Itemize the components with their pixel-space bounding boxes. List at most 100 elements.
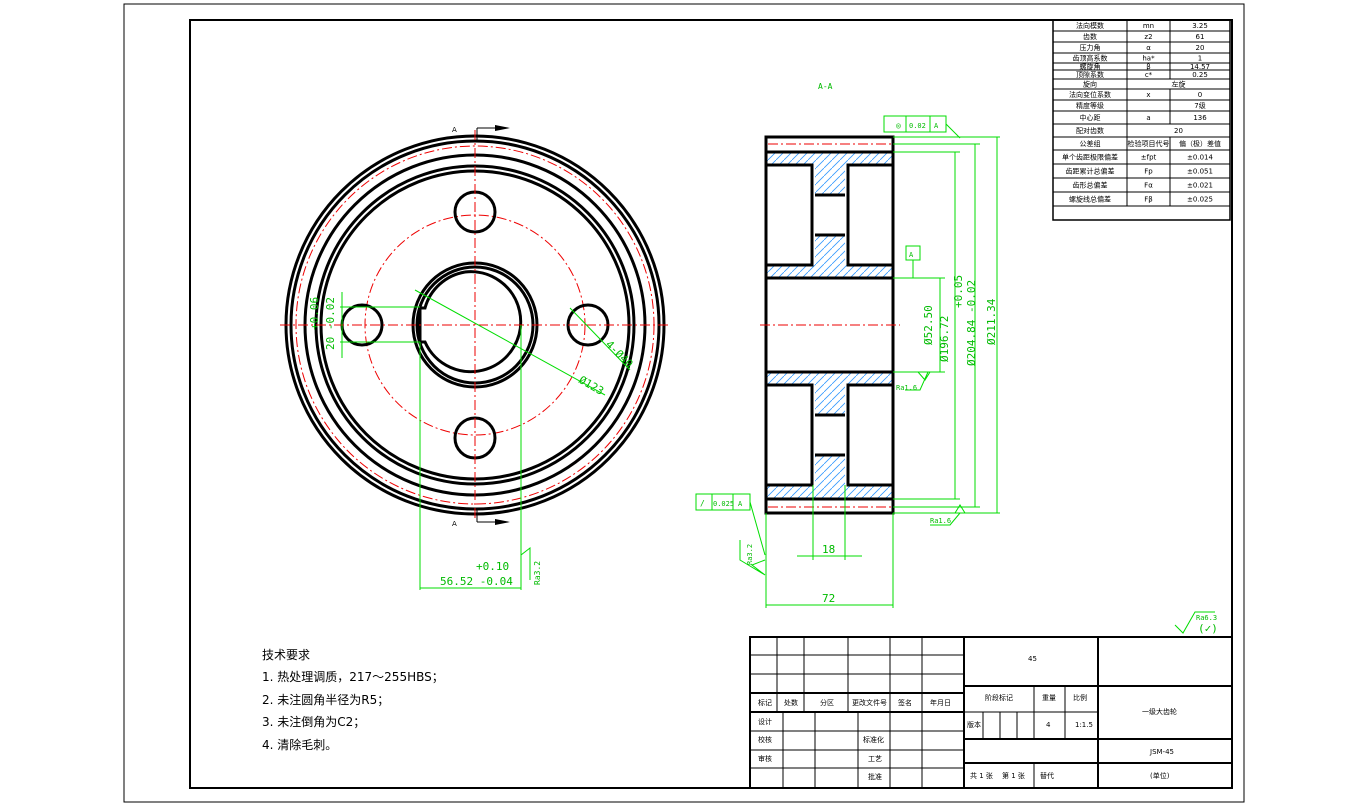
roughness-tip: Ra1.6 [930, 517, 951, 525]
param-cell: ±0.021 [1187, 182, 1213, 190]
note-item: 2. 未注圆角半径为R5； [262, 692, 389, 707]
bore-dia-dim: Ø52.50 [922, 305, 935, 345]
param-cell: 14.57 [1190, 63, 1210, 71]
runout-symbol: ◎ [896, 121, 901, 130]
front-dimensions [340, 289, 631, 590]
param-cell: 中心距 [1080, 113, 1101, 122]
param-cell: 齿距累计总偏差 [1066, 167, 1115, 176]
tb-header: 处数 [784, 698, 798, 707]
param-cell: 7级 [1194, 101, 1205, 110]
notes-title: 技术要求 [262, 648, 310, 662]
param-cell: ha* [1142, 55, 1155, 63]
roughness-bore: Ra1.6 [896, 384, 917, 392]
keyway-depth-upper: +0.10 [476, 560, 509, 573]
param-cell: 齿顶高系数 [1073, 54, 1108, 63]
param-cell: 螺旋角 [1080, 62, 1101, 71]
param-cell: α [1146, 44, 1151, 52]
tb-row-label: 审核 [758, 754, 772, 763]
tb-header: 年月日 [930, 698, 951, 707]
weight-value: 4 [1046, 721, 1051, 729]
tb-header: 签名 [898, 698, 912, 707]
param-cell: c* [1145, 71, 1153, 79]
param-cell: 旋向 [1083, 80, 1097, 89]
param-cell: z2 [1144, 33, 1152, 41]
section-mark-bottom: A [452, 520, 457, 528]
tb-row-label: 标准化 [863, 735, 884, 744]
section-label: A-A [818, 82, 833, 91]
param-cell: 20 [1196, 44, 1205, 52]
part-name: 一级大齿轮 [1142, 707, 1177, 716]
param-cell: 压力角 [1080, 43, 1101, 52]
keyway-depth-dim: 56.52 -0.04 [440, 575, 513, 588]
param-cell: 检验项目代号 [1128, 139, 1170, 148]
param-cell: 61 [1196, 33, 1205, 41]
tip-dia-upper: +0.05 [952, 275, 965, 308]
roughness-general: Ra6.3 [1196, 614, 1217, 622]
tb-header: 标记 [758, 698, 772, 707]
gear-section-view [760, 135, 900, 515]
param-cell: 精度等级 [1076, 101, 1104, 110]
tb-row-label: 设计 [758, 717, 772, 726]
keyway-width-dim: 20 -0.02 [324, 297, 337, 350]
scale-value: 1:1.5 [1075, 721, 1093, 729]
param-cell: 配对齿数 [1076, 126, 1104, 135]
param-cell: 法向变位系数 [1069, 90, 1111, 99]
inner-border [189, 19, 1233, 789]
tb-row-label: 校核 [758, 735, 772, 744]
param-cell: Fp [1144, 168, 1153, 176]
param-cell: 左旋 [1172, 80, 1186, 89]
sheet-number: 第 1 张 [1002, 771, 1025, 780]
axial-runout-symbol: / [700, 499, 705, 508]
material: 45 [1028, 655, 1037, 663]
outer-border [123, 3, 1245, 803]
param-cell: ±fpt [1141, 154, 1157, 162]
face-width-dim: 72 [822, 592, 835, 605]
param-cell: 法向模数 [1076, 21, 1104, 30]
param-cell: 20 [1174, 127, 1183, 135]
param-cell: ±0.014 [1187, 154, 1213, 162]
note-item: 1. 热处理调质，217～255HBS； [262, 670, 444, 684]
gear-front-view [280, 125, 670, 525]
param-cell: x [1146, 91, 1150, 99]
root-dia-dim: Ø196.72 [938, 316, 951, 362]
param-cell: ±0.025 [1187, 196, 1213, 204]
keyway-width-upper: +0.06 [308, 297, 321, 330]
roughness-general-rest: (✓) [1198, 622, 1218, 635]
roughness-general-symbol [1174, 611, 1215, 634]
drawing-number: JSM-45 [1149, 748, 1174, 756]
title-block [749, 636, 1233, 789]
param-cell: 齿数 [1083, 32, 1097, 41]
tip-dia-dim: Ø204.84 -0.02 [965, 280, 978, 366]
param-cell: 0.25 [1192, 71, 1208, 79]
axial-runout-datum: A [738, 500, 743, 508]
param-cell: 单个齿距极限偏差 [1062, 153, 1118, 162]
param-cell: Fα [1144, 182, 1153, 190]
note-item: 3. 未注倒角为C2； [262, 714, 365, 729]
param-cell: 公差组 [1080, 139, 1101, 148]
tb-header: 分区 [820, 698, 834, 707]
section-dimensions [695, 115, 1000, 608]
param-cell: Fβ [1144, 196, 1153, 204]
tb-header: 更改文件号 [852, 698, 887, 707]
runout-value: 0.02 [909, 122, 926, 130]
param-cell: 螺旋线总偏差 [1069, 195, 1111, 204]
version-label: 版本 [967, 720, 981, 729]
param-cell: ±0.051 [1187, 168, 1213, 176]
weight-label: 重量 [1042, 694, 1056, 702]
outer-dia-dim: Ø211.34 [985, 298, 998, 345]
param-cell: 0 [1198, 91, 1202, 99]
runout-datum: A [934, 122, 939, 130]
param-cell: 3.25 [1192, 22, 1208, 30]
tb-row-label: 批准 [868, 772, 882, 781]
stage-label: 阶段标记 [985, 693, 1013, 702]
axial-runout-value: 0.025 [713, 500, 734, 508]
tb-row-label: 工艺 [868, 755, 882, 763]
param-cell: 齿形总偏差 [1073, 181, 1108, 190]
scale-label: 比例 [1073, 693, 1087, 702]
param-cell: β [1146, 63, 1150, 71]
note-item: 4. 清除毛刺。 [262, 737, 337, 752]
param-cell: 1 [1198, 55, 1202, 63]
param-cell: 顶隙系数 [1076, 70, 1104, 79]
company: (单位) [1150, 771, 1170, 780]
